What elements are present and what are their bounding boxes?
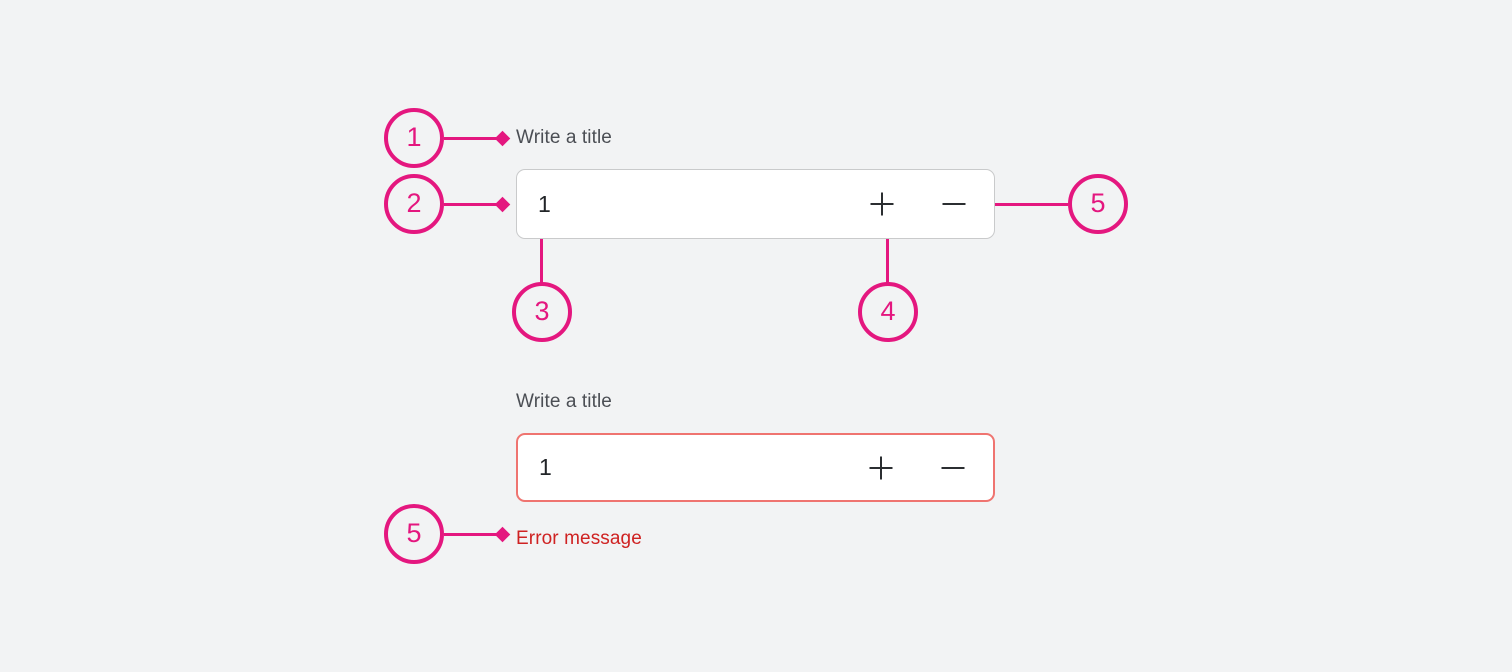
number-field-default: Write a title 1 — [516, 128, 995, 239]
callout-number-5-bottom: 5 — [406, 517, 422, 548]
error-message: Error message — [516, 528, 642, 549]
number-field-error: Write a title 1 Error message — [516, 392, 995, 548]
number-value-error[interactable]: 1 — [539, 454, 552, 480]
callout-number-3: 3 — [534, 295, 550, 326]
leader-diamond-1 — [494, 130, 511, 147]
leader-line-5-bottom — [444, 533, 500, 536]
plus-icon — [869, 456, 893, 479]
leader-line-4 — [886, 222, 889, 284]
callout-marker-3: 3 — [512, 282, 572, 342]
leader-line-2 — [444, 203, 500, 206]
increment-button-error[interactable] — [861, 448, 901, 488]
number-input-error[interactable]: 1 — [516, 433, 995, 502]
increment-button-default[interactable] — [862, 184, 902, 224]
leader-line-1 — [444, 137, 500, 140]
decrement-button-default[interactable] — [934, 184, 974, 224]
callout-marker-5-bottom: 5 — [384, 504, 444, 564]
callout-number-5-right: 5 — [1090, 187, 1106, 218]
number-input-default[interactable]: 1 — [516, 169, 995, 239]
leader-line-5-right — [986, 203, 1068, 206]
decrement-button-error[interactable] — [933, 448, 973, 488]
leader-diamond-5-bottom — [494, 526, 511, 543]
callout-marker-4: 4 — [858, 282, 918, 342]
field-label-error: Write a title — [516, 391, 612, 412]
callout-marker-5-right: 5 — [1068, 174, 1128, 234]
minus-icon — [941, 466, 965, 469]
callout-number-1: 1 — [406, 121, 422, 152]
plus-icon — [870, 192, 894, 216]
leader-line-3 — [540, 222, 543, 284]
callout-marker-2: 2 — [384, 174, 444, 234]
field-label-default: Write a title — [516, 127, 612, 148]
number-value-default[interactable]: 1 — [538, 190, 551, 217]
callout-marker-1: 1 — [384, 108, 444, 168]
minus-icon — [942, 203, 966, 205]
callout-number-4: 4 — [880, 295, 896, 326]
leader-diamond-2 — [494, 196, 511, 213]
callout-number-2: 2 — [406, 187, 422, 218]
